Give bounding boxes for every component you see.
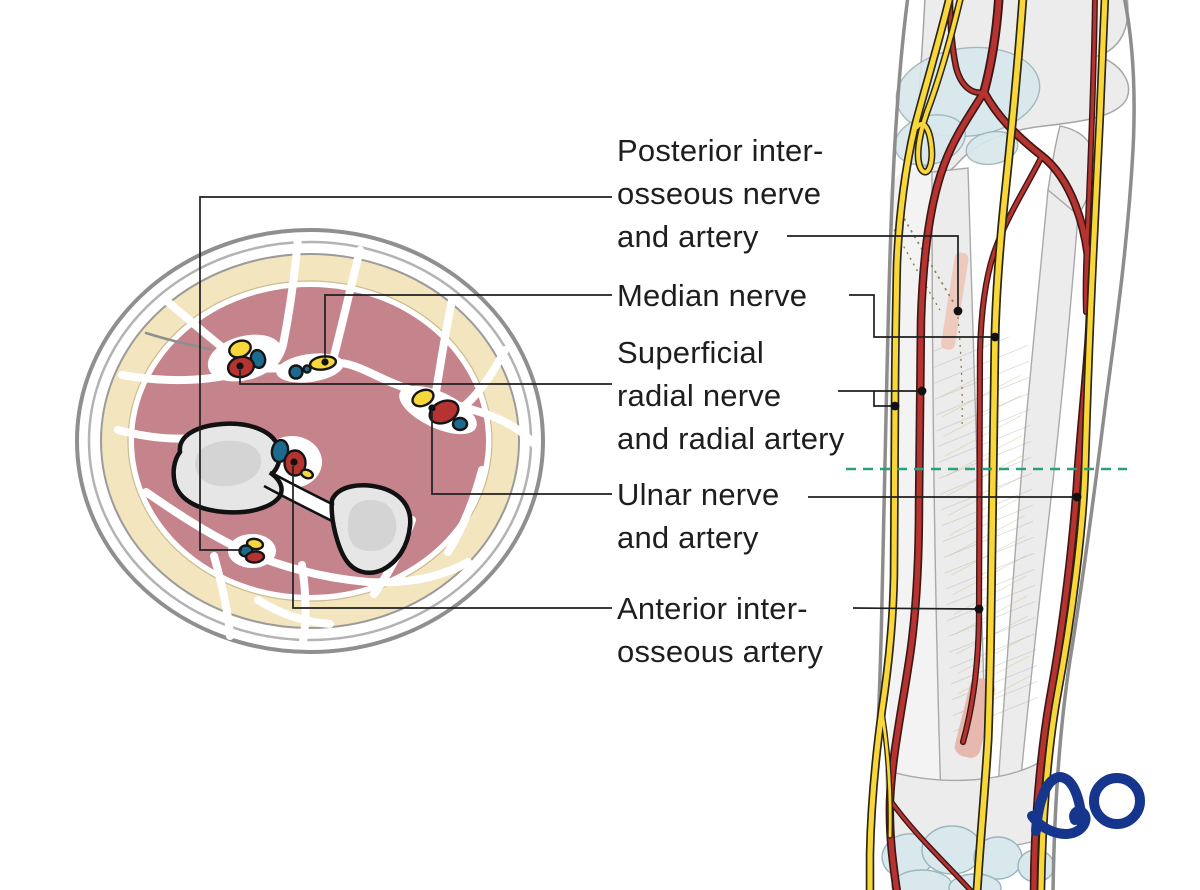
muscle-streak [144,331,212,351]
ao-logo-letter-a-swoosh [1027,806,1091,839]
ao-logo-letter-o [1089,773,1145,829]
marker-ulnar-arm [1072,492,1082,502]
leader-superficial-right [838,390,918,407]
label-anterior-interosseous-artery: Anterior inter- osseous artery [617,591,824,669]
interosseous-membrane-edge-upper [269,470,335,507]
leader-posterior-right [787,235,959,307]
label-posterior-interosseous-nerve-and-artery: Posterior inter- osseous nerve and arter… [617,133,824,254]
leader-ulnar-left [431,412,612,495]
pronator-teres-patch [941,252,969,350]
label-median-nerve: Median nerve [617,278,808,313]
skin-contour-right [1051,0,1136,890]
radial-nerve-loop [915,0,963,174]
marker-anterior-cs [290,458,298,466]
brachial-artery [981,0,1002,95]
leader-marker-dots [236,306,1082,614]
leader-median-left [324,294,612,358]
vein-dot [288,364,304,380]
leader-anterior-left [292,466,612,609]
marker-anterior-arm [974,604,984,614]
bundle-posterior-interosseous [238,537,266,564]
ao-logo-letter-a [1031,771,1087,836]
marker-radial-artery-arm [917,386,927,396]
marker-superficial-cs [236,362,244,370]
radial-recurrent-artery [948,0,986,95]
leader-posterior-left [199,196,612,551]
superficial-radial-branch [880,710,892,838]
marker-radial-nerve-arm [890,401,900,411]
marker-median-cs [321,358,329,366]
vein-dot [451,416,469,432]
interosseous-membrane-edge-lower [263,484,333,523]
median-nerve-path [974,0,1026,890]
muscle-hatching-tan [940,372,1030,720]
ulnar-collateral-artery [1084,0,1097,314]
marker-ulnar-cs [428,404,436,412]
radius-medulla [195,440,262,487]
palmar-branch-artery [888,798,973,890]
marker-posterior-arm [953,306,963,316]
label-superficial-radial-nerve-and-radial-artery: Superficial radial nerve and radial arte… [617,335,845,456]
leader-anterior-right [852,607,976,610]
nerve-dot [411,388,435,408]
bundle-ulnar [411,388,469,432]
bundle-anterior-interosseous [270,438,315,480]
nerve-dot [299,468,315,480]
leader-superficial-left [239,370,612,385]
forearm-illustration [846,0,1136,890]
cross-section-illustration [75,228,545,654]
leader-median-right [849,294,991,338]
ao-logo [1027,771,1145,839]
marker-median-arm [990,332,1000,342]
leader-lines [199,196,1082,614]
artery-dot [428,399,460,425]
artery-dot [244,550,266,564]
ulna-medulla [347,499,397,552]
label-ulnar-nerve-and-artery: Ulnar nerve and artery [617,477,780,555]
vein-dot-small [302,364,312,374]
